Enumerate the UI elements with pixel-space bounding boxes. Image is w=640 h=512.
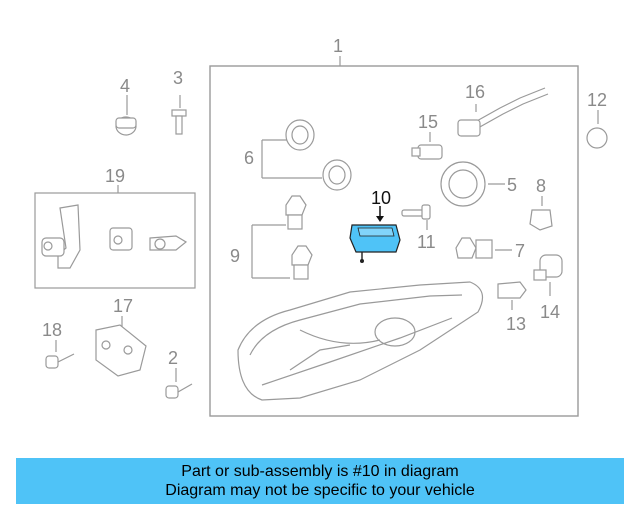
part-14-socket — [533, 254, 563, 296]
part-19-bracket — [41, 204, 188, 269]
part-5-ring — [440, 161, 505, 207]
label-18: 18 — [42, 320, 62, 340]
part-17-bracket — [95, 316, 147, 377]
label-3: 3 — [173, 68, 183, 88]
label-8: 8 — [536, 176, 546, 196]
label-9: 9 — [230, 246, 240, 266]
part-7-bulb — [455, 237, 512, 259]
part-11-screw — [401, 204, 431, 230]
banner-line-2: Diagram may not be specific to your vehi… — [165, 482, 475, 499]
part-18-bolt — [45, 340, 75, 369]
label-11: 11 — [417, 232, 436, 252]
label-16: 16 — [465, 82, 485, 102]
info-banner: Part or sub-assembly is #10 in diagram D… — [16, 458, 624, 504]
part-15-socket — [411, 132, 443, 160]
sub-assembly-box-19 — [34, 192, 196, 289]
label-19: 19 — [105, 166, 125, 186]
part-13-bulb — [497, 281, 527, 310]
part-10-control-unit — [349, 206, 401, 263]
part-12-clip — [586, 110, 608, 149]
part-8-clip — [529, 196, 553, 231]
part-6-rings — [261, 119, 352, 191]
label-13: 13 — [506, 314, 526, 334]
label-12: 12 — [587, 90, 607, 110]
banner-line-1: Part or sub-assembly is #10 in diagram — [181, 463, 459, 480]
part-9-bulbs — [251, 195, 313, 280]
label-14: 14 — [540, 302, 560, 322]
part-3-screw — [171, 95, 187, 135]
label-5: 5 — [507, 175, 517, 195]
label-6: 6 — [244, 148, 254, 168]
headlight-housing — [237, 281, 484, 401]
part-2-screw — [165, 368, 193, 399]
parts-diagram: 1 19 4 3 6 — [34, 36, 608, 417]
part-4-clip — [115, 95, 137, 136]
assembly-box — [209, 65, 579, 417]
label-7: 7 — [515, 241, 525, 261]
label-1: 1 — [333, 36, 343, 56]
label-17: 17 — [113, 296, 133, 316]
part-16-wiring — [457, 87, 549, 137]
label-10: 10 — [371, 188, 391, 208]
label-15: 15 — [418, 112, 438, 132]
label-2: 2 — [168, 348, 178, 368]
label-4: 4 — [120, 76, 130, 96]
